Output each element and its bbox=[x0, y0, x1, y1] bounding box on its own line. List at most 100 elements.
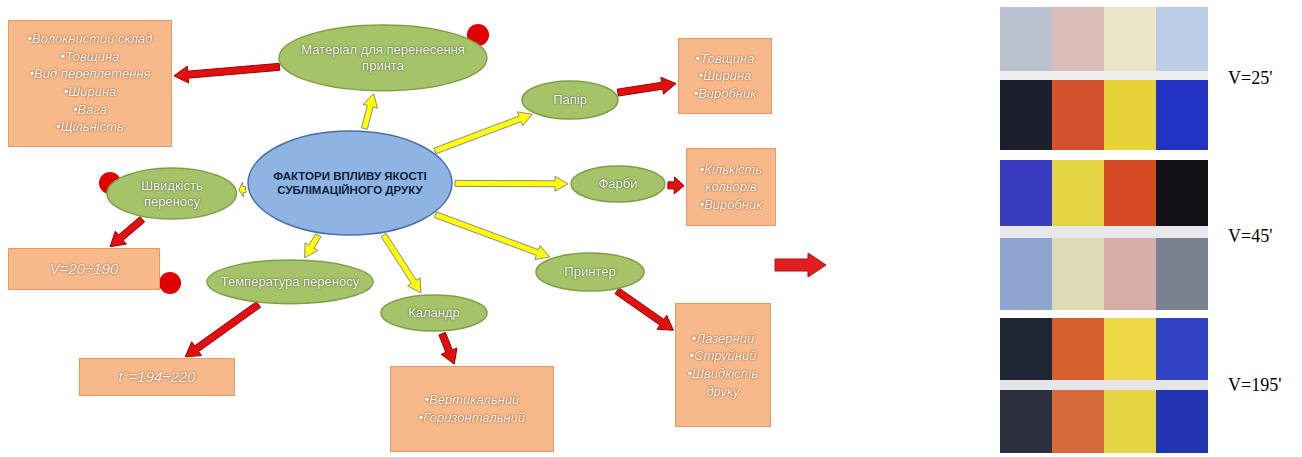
color-swatch bbox=[1156, 160, 1208, 226]
property-item: •Товщина bbox=[696, 50, 755, 68]
text-group: •Товщина•Ширина•Виробник bbox=[694, 50, 757, 103]
factor-ellipse: Швидкість переносу bbox=[106, 167, 237, 220]
speed-label: V=195' bbox=[1228, 374, 1281, 396]
property-item: •Швидкість друку bbox=[683, 365, 763, 400]
yellow-arrow bbox=[455, 176, 568, 191]
property-item: t°=194÷220 bbox=[118, 367, 195, 387]
property-box: •Товщина•Ширина•Виробник bbox=[678, 38, 772, 114]
speed-label: V=45' bbox=[1228, 225, 1272, 247]
ellipse-shape bbox=[279, 25, 487, 91]
color-swatch bbox=[1000, 80, 1052, 150]
text-group: Принтер bbox=[564, 264, 615, 280]
range-box: t°=194÷220 bbox=[79, 358, 235, 396]
red-arrow bbox=[174, 63, 280, 83]
fabric-photo bbox=[1000, 318, 1208, 453]
factor-label: Принтер bbox=[564, 264, 615, 280]
ellipse-shape bbox=[536, 253, 644, 291]
speed-label: V=25' bbox=[1228, 67, 1272, 89]
fabric-seam bbox=[1000, 71, 1208, 80]
pointer-arrow bbox=[775, 253, 826, 277]
property-box: •Волокнистий склад•Товщина•Вид переплете… bbox=[8, 20, 172, 147]
text-group: Фарби bbox=[598, 176, 637, 192]
color-swatch bbox=[1000, 160, 1052, 226]
ellipse-shape bbox=[381, 295, 487, 331]
factor-ellipse: Папір bbox=[521, 80, 619, 120]
yellow-arrow bbox=[434, 112, 532, 154]
yellow-arrow bbox=[361, 94, 377, 130]
factor-label: Швидкість переносу bbox=[132, 178, 212, 209]
color-swatch bbox=[1000, 7, 1052, 71]
property-item: •Товщина bbox=[61, 48, 120, 66]
color-swatch bbox=[1104, 7, 1156, 71]
color-swatch bbox=[1052, 318, 1104, 380]
color-swatch bbox=[1000, 390, 1052, 453]
property-item: •Щільність bbox=[56, 118, 124, 136]
text-group: t°=194÷220 bbox=[118, 367, 195, 387]
factor-ellipse: Матеріал для перенесення принта bbox=[278, 24, 488, 92]
color-swatch bbox=[1052, 80, 1104, 150]
yellow-arrow bbox=[239, 182, 246, 197]
property-item: •Лазерний bbox=[692, 330, 754, 348]
color-swatch bbox=[1104, 318, 1156, 380]
factor-ellipse: Каландр bbox=[380, 294, 488, 332]
property-box: •Вертикальний•Горизонтальний bbox=[390, 366, 554, 452]
property-box: •Кількість кольорів•Виробник bbox=[686, 148, 776, 226]
color-swatch bbox=[1156, 318, 1208, 380]
text-group: •Вертикальний•Горизонтальний bbox=[419, 391, 525, 426]
red-dot bbox=[159, 272, 181, 294]
ellipse-shape bbox=[248, 131, 452, 235]
factor-label: Папір bbox=[553, 92, 587, 108]
property-item: •Горизонтальний bbox=[419, 409, 525, 427]
red-arrow bbox=[185, 302, 260, 357]
text-group: Папір bbox=[553, 92, 587, 108]
text-group: •Лазерний•Струйний•Швидкість друку bbox=[683, 330, 763, 400]
ellipse-shape bbox=[107, 168, 236, 219]
text-group: Каландр bbox=[408, 305, 460, 321]
color-swatch bbox=[1104, 390, 1156, 453]
ellipse-shape bbox=[522, 81, 618, 119]
red-arrow bbox=[668, 177, 684, 194]
color-swatch bbox=[1156, 390, 1208, 453]
text-group: •Кількість кольорів•Виробник bbox=[694, 161, 768, 214]
property-item: •Вага bbox=[73, 101, 107, 119]
ellipse-shape bbox=[571, 166, 665, 202]
property-item: •Кількість кольорів bbox=[694, 161, 768, 196]
red-arrow bbox=[110, 217, 144, 247]
factor-label: Каландр bbox=[408, 305, 460, 321]
text-group: V=20÷190 bbox=[50, 259, 119, 279]
fabric-photo bbox=[1000, 160, 1208, 310]
color-swatch bbox=[1104, 238, 1156, 310]
range-box: V=20÷190 bbox=[8, 248, 160, 290]
property-item: V=20÷190 bbox=[50, 259, 119, 279]
property-item: •Виробник bbox=[700, 196, 763, 214]
yellow-arrow bbox=[305, 234, 321, 258]
text-group: ФАКТОРИ ВПЛИВУ ЯКОСТІ СУБЛІМАЦІЙНОГО ДРУ… bbox=[268, 169, 433, 198]
fabric-photo bbox=[1000, 7, 1208, 150]
text-group: Матеріал для перенесення принта bbox=[300, 42, 465, 73]
property-item: •Вид переплетення bbox=[30, 65, 151, 83]
text-group: Швидкість переносу bbox=[132, 178, 212, 209]
color-swatch bbox=[1052, 390, 1104, 453]
red-arrow bbox=[439, 332, 457, 364]
color-swatch bbox=[1000, 318, 1052, 380]
property-item: •Ширина bbox=[699, 67, 752, 85]
factor-ellipse: Температура переносу bbox=[206, 259, 374, 305]
color-swatch bbox=[1000, 238, 1052, 310]
color-swatch bbox=[1156, 238, 1208, 310]
factor-label: Матеріал для перенесення принта bbox=[300, 42, 465, 73]
factor-ellipse: Фарби bbox=[570, 165, 666, 203]
property-item: •Струйний bbox=[690, 347, 757, 365]
color-swatch bbox=[1052, 160, 1104, 226]
factor-label: ФАКТОРИ ВПЛИВУ ЯКОСТІ СУБЛІМАЦІЙНОГО ДРУ… bbox=[268, 169, 433, 198]
factor-label: Температура переносу bbox=[221, 274, 360, 290]
factor-ellipse: Принтер bbox=[535, 252, 645, 292]
color-swatch bbox=[1156, 80, 1208, 150]
yellow-arrow bbox=[381, 233, 421, 292]
property-item: •Виробник bbox=[694, 85, 757, 103]
color-swatch bbox=[1052, 238, 1104, 310]
yellow-arrow bbox=[434, 212, 549, 260]
ellipse-outline bbox=[247, 130, 453, 236]
